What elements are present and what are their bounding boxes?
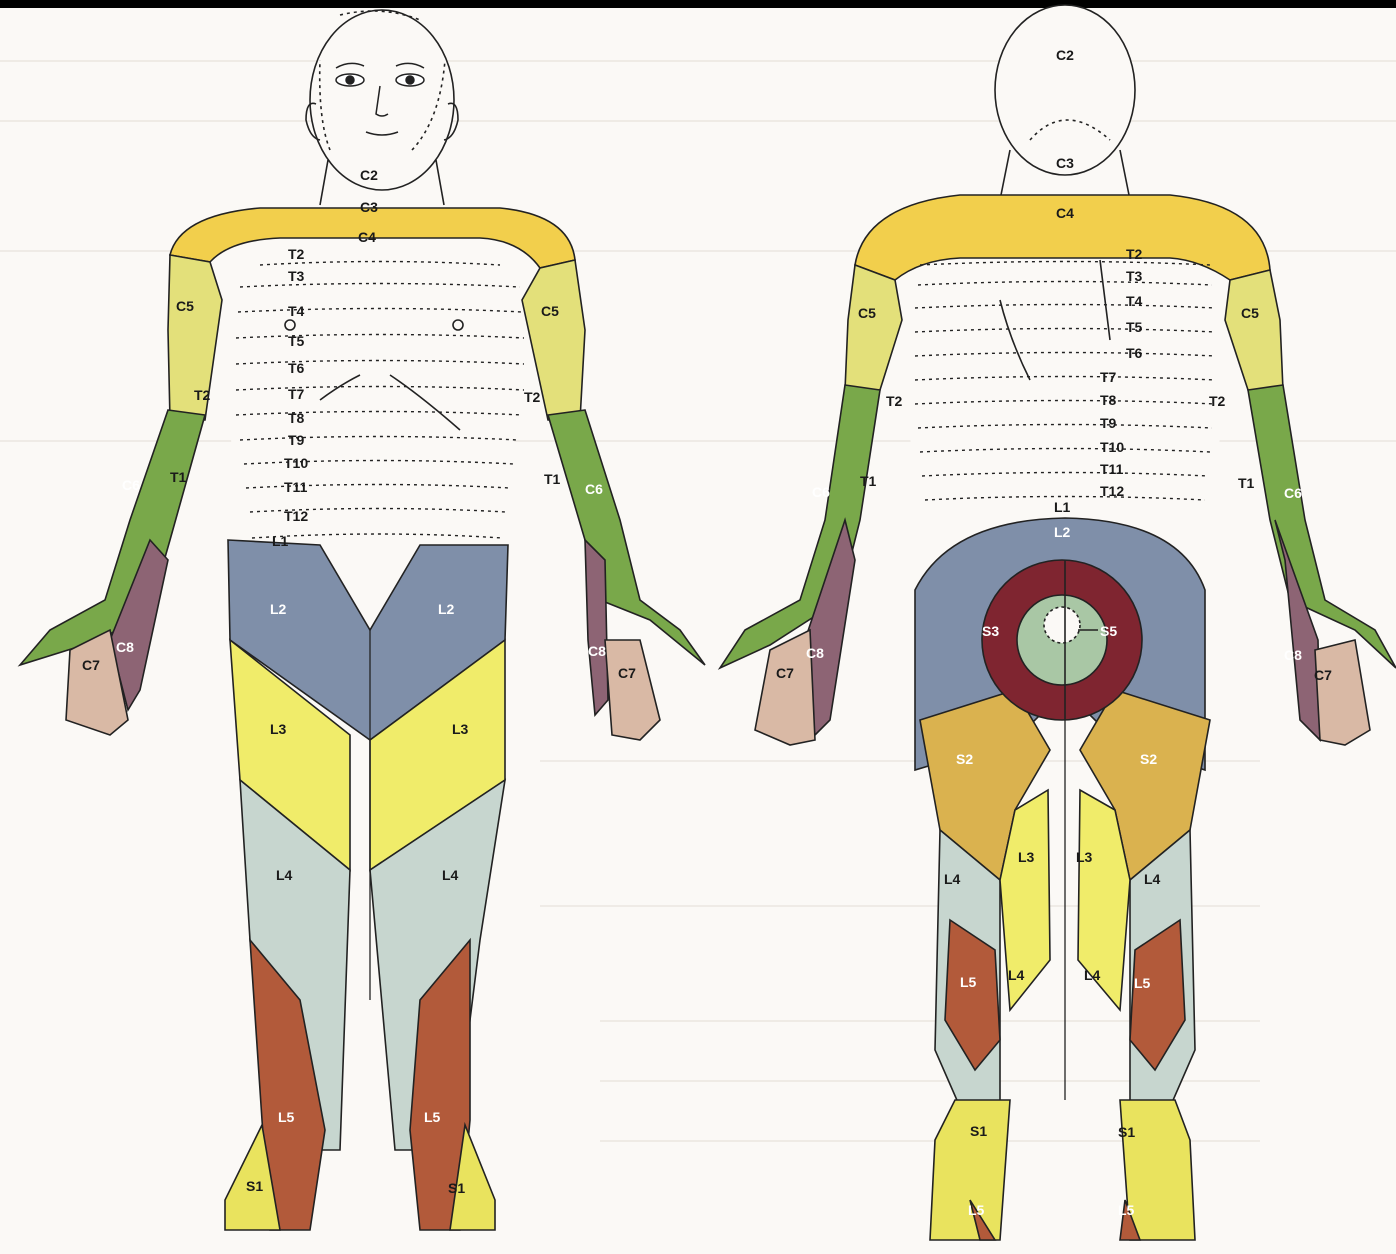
back-label-s1-left: S1 bbox=[970, 1123, 987, 1139]
back-head bbox=[995, 5, 1135, 175]
back-label-l3-left: L3 bbox=[1018, 849, 1035, 865]
back-arm-right-c7 bbox=[1315, 640, 1370, 745]
back-label-c8-right: C8 bbox=[1284, 647, 1302, 663]
front-label-l4-right: L4 bbox=[442, 867, 459, 883]
back-label-l4-right-inner: L4 bbox=[1084, 967, 1101, 983]
back-label-t9: T9 bbox=[1100, 415, 1117, 431]
front-label-c6-left: C6 bbox=[122, 477, 140, 493]
back-label-t4: T4 bbox=[1126, 293, 1143, 309]
back-label-t1-right: T1 bbox=[1238, 475, 1255, 491]
back-label-l1: L1 bbox=[1054, 499, 1071, 515]
front-label-l1: L1 bbox=[272, 533, 289, 549]
front-label-t1-right: T1 bbox=[544, 471, 561, 487]
front-head bbox=[310, 10, 454, 190]
back-label-l4-left-inner: L4 bbox=[1008, 967, 1025, 983]
front-label-l3-left: L3 bbox=[270, 721, 287, 737]
front-label-t10: T10 bbox=[284, 455, 308, 471]
back-arm-right-c5 bbox=[1225, 270, 1283, 390]
back-label-t2: T2 bbox=[1126, 246, 1143, 262]
front-label-t6: T6 bbox=[288, 360, 305, 376]
front-figure bbox=[20, 10, 705, 1230]
back-label-t1-left: T1 bbox=[860, 473, 877, 489]
front-label-t8: T8 bbox=[288, 410, 305, 426]
back-label-s5: S5 bbox=[1100, 623, 1117, 639]
front-label-t9: T9 bbox=[288, 432, 305, 448]
back-label-l2: L2 bbox=[1054, 524, 1071, 540]
back-label-c6-right: C6 bbox=[1284, 485, 1302, 501]
front-label-c7-right: C7 bbox=[618, 665, 636, 681]
front-arm-right-c8 bbox=[585, 540, 608, 715]
front-torso bbox=[220, 230, 530, 545]
back-label-c7-right: C7 bbox=[1314, 667, 1332, 683]
back-label-c4: C4 bbox=[1056, 205, 1074, 221]
back-label-s2-right: S2 bbox=[1140, 751, 1157, 767]
front-label-l5-right: L5 bbox=[424, 1109, 441, 1125]
front-label-t2-right: T2 bbox=[524, 389, 541, 405]
front-label-t3: T3 bbox=[288, 268, 305, 284]
back-label-t5: T5 bbox=[1126, 319, 1143, 335]
back-label-l5-right-foot: L5 bbox=[1118, 1202, 1135, 1218]
back-label-t7: T7 bbox=[1100, 369, 1117, 385]
front-label-t2-left: T2 bbox=[194, 387, 211, 403]
back-label-c5-right: C5 bbox=[1241, 305, 1259, 321]
front-label-c8-right: C8 bbox=[588, 643, 606, 659]
back-figure bbox=[720, 5, 1396, 1240]
back-arm-left-c6 bbox=[720, 385, 880, 668]
back-label-t2-left: T2 bbox=[886, 393, 903, 409]
front-label-c2: C2 bbox=[360, 167, 378, 183]
front-label-l2-right: L2 bbox=[438, 601, 455, 617]
back-label-s1-right: S1 bbox=[1118, 1124, 1135, 1140]
front-label-c3: C3 bbox=[360, 199, 378, 215]
back-label-t12: T12 bbox=[1100, 483, 1124, 499]
back-label-c8-left: C8 bbox=[806, 645, 824, 661]
front-arm-right-c7 bbox=[605, 640, 660, 740]
back-s1-left bbox=[930, 1100, 1010, 1240]
back-label-t8: T8 bbox=[1100, 392, 1117, 408]
back-arm-right-c6 bbox=[1248, 385, 1396, 668]
front-label-t11: T11 bbox=[284, 479, 308, 495]
front-label-l2-left: L2 bbox=[270, 601, 287, 617]
front-label-l4-left: L4 bbox=[276, 867, 293, 883]
back-label-c2: C2 bbox=[1056, 47, 1074, 63]
back-label-t10: T10 bbox=[1100, 439, 1124, 455]
front-label-c5-right: C5 bbox=[541, 303, 559, 319]
back-arm-left-c5 bbox=[845, 265, 902, 390]
back-label-c7-left: C7 bbox=[776, 665, 794, 681]
front-label-t1-left: T1 bbox=[170, 469, 187, 485]
front-label-c7-left: C7 bbox=[82, 657, 100, 673]
back-label-c5-left: C5 bbox=[858, 305, 876, 321]
back-label-t11: T11 bbox=[1100, 461, 1124, 477]
front-label-t2: T2 bbox=[288, 246, 305, 262]
front-arm-right-c6 bbox=[548, 410, 705, 665]
front-label-l5-left: L5 bbox=[278, 1109, 295, 1125]
back-label-s3: S3 bbox=[982, 623, 999, 639]
front-label-c4: C4 bbox=[358, 229, 376, 245]
back-label-c3: C3 bbox=[1056, 155, 1074, 171]
back-label-l4-left-outer: L4 bbox=[944, 871, 961, 887]
front-label-c8-left: C8 bbox=[116, 639, 134, 655]
back-label-l3-right: L3 bbox=[1076, 849, 1093, 865]
front-label-t4: T4 bbox=[288, 303, 305, 319]
front-label-t7: T7 bbox=[288, 386, 305, 402]
back-label-l5-right: L5 bbox=[1134, 975, 1151, 991]
front-label-t12: T12 bbox=[284, 508, 308, 524]
front-label-s1-right: S1 bbox=[448, 1180, 465, 1196]
back-label-s2-left: S2 bbox=[956, 751, 973, 767]
back-label-t2-right: T2 bbox=[1209, 393, 1226, 409]
front-label-t5: T5 bbox=[288, 333, 305, 349]
front-label-l3-right: L3 bbox=[452, 721, 469, 737]
front-arm-left-c6 bbox=[20, 410, 205, 665]
front-label-c6-right: C6 bbox=[585, 481, 603, 497]
front-label-c5-left: C5 bbox=[176, 298, 194, 314]
back-label-t6: T6 bbox=[1126, 345, 1143, 361]
back-label-t3: T3 bbox=[1126, 268, 1143, 284]
back-label-l4-right-outer: L4 bbox=[1144, 871, 1161, 887]
front-label-s1-left: S1 bbox=[246, 1178, 263, 1194]
back-s5-center bbox=[1044, 607, 1080, 643]
back-label-l5-left-foot: L5 bbox=[968, 1202, 985, 1218]
back-label-c6-left: C6 bbox=[812, 484, 830, 500]
back-label-l5-left: L5 bbox=[960, 974, 977, 990]
